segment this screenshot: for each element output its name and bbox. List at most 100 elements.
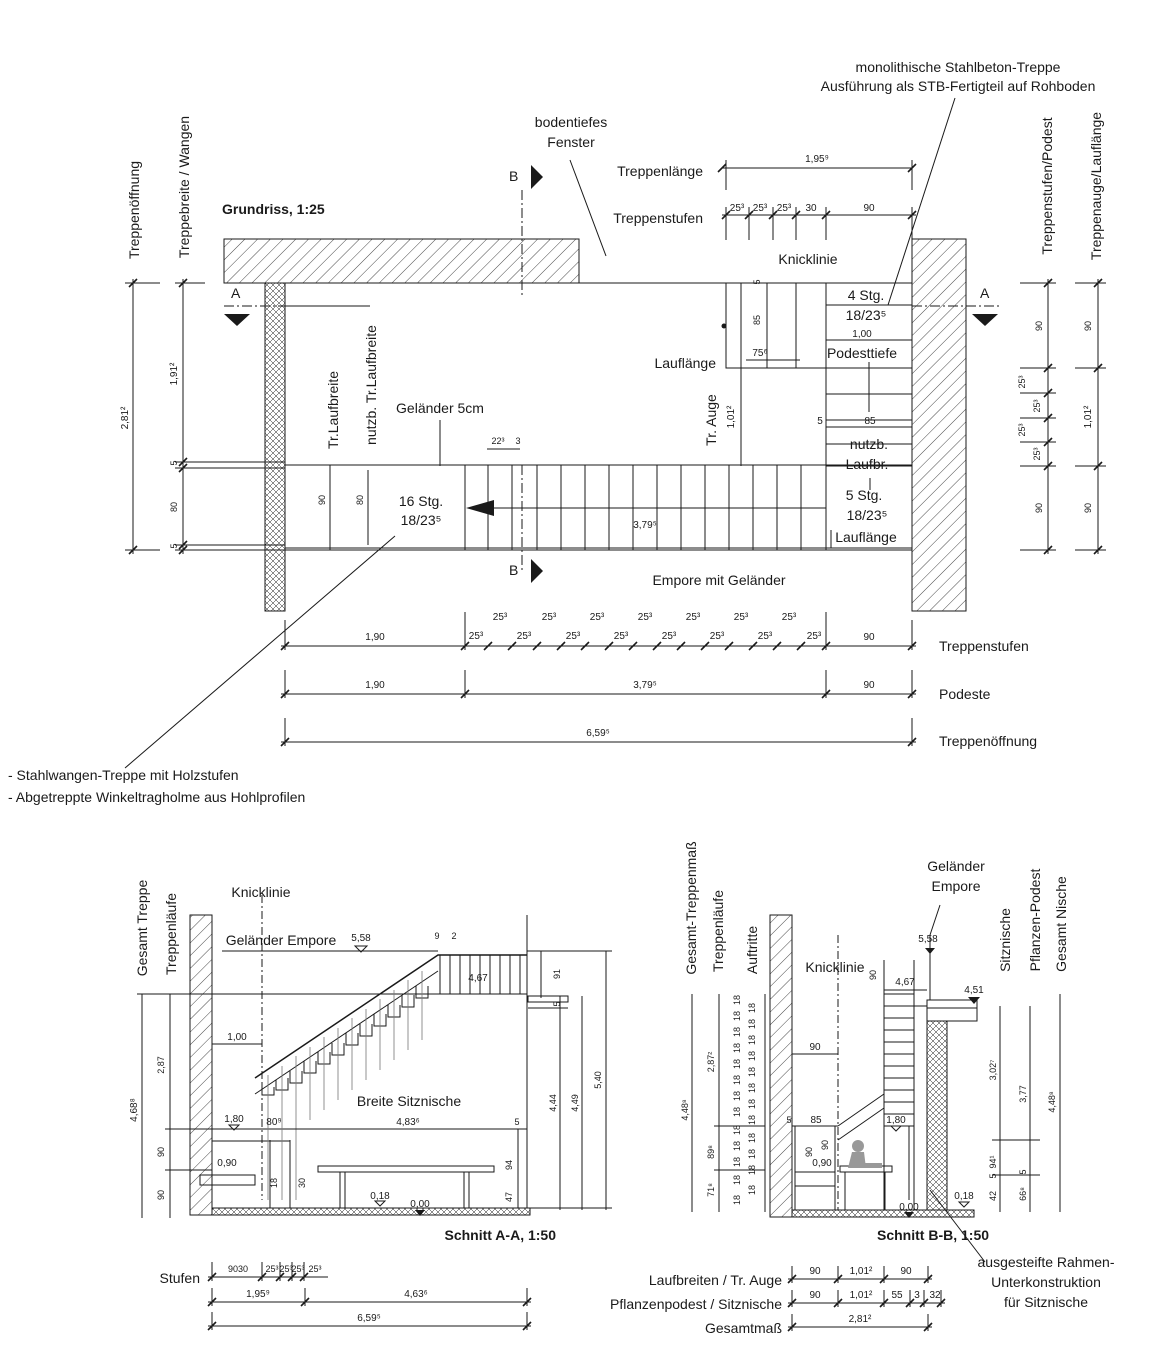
dim-223: 22³ — [491, 436, 504, 446]
riser-label: 18 — [732, 1157, 742, 1167]
dim-step-30: 30 — [805, 203, 817, 214]
bb-v-gesamt-nische: Gesamt Nische — [1053, 876, 1069, 972]
bb-knicklinie: Knicklinie — [805, 959, 864, 975]
bb-dim-42: 42 — [988, 1191, 998, 1201]
bb-dim-90-top: 90 — [868, 970, 878, 980]
aa-stufen-label: Stufen — [160, 1270, 200, 1286]
section-marker-a-left — [224, 314, 250, 326]
bb-dim-90-mid: 90 — [809, 1042, 821, 1053]
bb-note-1: ausgesteifte Rahmen- — [978, 1254, 1115, 1270]
treppenstufen-top-label: Treppenstufen — [613, 210, 703, 226]
aa-dim-step-c: 25³ — [291, 1264, 304, 1274]
bb-lvl-467: 4,67 — [895, 977, 915, 988]
riser-label: 18 — [747, 1083, 757, 1093]
bb-dim-2872: 2,87² — [706, 1052, 716, 1073]
bb-dim-668: 66⁸ — [1018, 1187, 1028, 1201]
bb-row1-b: 1,01² — [850, 1266, 873, 1277]
aa-gelaender-empore: Geländer Empore — [226, 932, 337, 948]
bb-lvl-180: 1,80 — [886, 1115, 906, 1126]
aa-dim-90-b: 90 — [156, 1190, 166, 1200]
row1-step: 25³ — [614, 631, 629, 642]
section-label-b-bottom: B — [509, 562, 518, 578]
empore-label: Empore mit Geländer — [652, 572, 785, 588]
riser-label: 18 — [732, 1195, 742, 1205]
aa-dim-444: 4,44 — [548, 1094, 558, 1112]
stg16-ratio: 18/23⁵ — [401, 512, 442, 528]
section-marker-b-top — [531, 165, 543, 189]
riser-label: 18 — [747, 1003, 757, 1013]
aa-dim-30: 30 — [297, 1178, 307, 1188]
aa-dim-2: 2 — [451, 931, 456, 941]
v-treppenbreite: Treppebreite / Wangen — [176, 116, 192, 258]
top-wall — [223, 238, 580, 284]
row1-step: 25³ — [566, 631, 581, 642]
bb-row1-label: Laufbreiten / Tr. Auge — [649, 1272, 782, 1288]
lauflaenge-upper: Lauflänge — [654, 355, 716, 371]
plan-title: Grundriss, 1:25 — [222, 201, 325, 217]
construction-note-1: - Stahlwangen-Treppe mit Holzstufen — [8, 767, 239, 783]
row1-step: 25³ — [590, 612, 605, 623]
bb-dim-90-v1: 90 — [804, 1147, 814, 1157]
bb-note-3: für Sitznische — [1004, 1294, 1088, 1310]
aa-lvl-180: 1,80 — [224, 1114, 244, 1125]
dim-100: 1,00 — [852, 329, 872, 340]
riser-label: 18 — [747, 1067, 757, 1077]
knicklinie-plan: Knicklinie — [778, 251, 837, 267]
dim-step-3: 25³ — [777, 203, 792, 214]
row1-label: Treppenstufen — [939, 638, 1029, 654]
dim-2812: 2,81² — [120, 406, 131, 429]
window-label-1: bodentiefes — [535, 114, 607, 130]
dim-5-podest: 5 — [817, 416, 823, 427]
plan-view: B B A A Grundriss, 1:25 monolithische St… — [8, 59, 1106, 805]
row1-step: 25³ — [686, 612, 701, 623]
podesttiefe-label: Podesttiefe — [827, 345, 897, 361]
dim-90-right-2: 90 — [1034, 503, 1044, 513]
section-marker-b-bottom — [531, 559, 543, 583]
bb-dim-718: 71⁸ — [706, 1183, 716, 1197]
aa-breite-sitznische: Breite Sitznische — [357, 1093, 461, 1109]
bb-gelaender-2: Empore — [931, 878, 980, 894]
bb-v-pflanzen-podest: Pflanzen-Podest — [1027, 869, 1043, 972]
bb-dim-898: 89⁸ — [706, 1145, 716, 1159]
row1-step: 25³ — [782, 612, 797, 623]
dim-5-vertical: 5 — [752, 279, 762, 284]
bb-left-wall — [769, 914, 793, 1218]
bb-gelaender-1: Geländer — [927, 858, 985, 874]
bb-lvl-451: 4,51 — [964, 985, 984, 996]
dim-253-right-2: 25³ — [1032, 399, 1042, 412]
bb-row1-a: 90 — [809, 1266, 821, 1277]
treppenlaenge-label: Treppenlänge — [617, 163, 703, 179]
riser-label: 18 — [732, 1027, 742, 1037]
riser-label: 18 — [732, 1175, 742, 1185]
aa-dim-9030: 9030 — [228, 1264, 248, 1274]
aa-dim-9: 9 — [434, 931, 439, 941]
row2-90: 90 — [863, 680, 875, 691]
aa-lvl-018: 0,18 — [370, 1191, 390, 1202]
aa-dim-5-top: 5 — [552, 1001, 562, 1006]
riser-label: 18 — [732, 995, 742, 1005]
riser-label: 18 — [732, 1125, 742, 1135]
bb-lvl-090: 0,90 — [812, 1158, 832, 1169]
riser-label: 18 — [747, 1019, 757, 1029]
bb-v-sitznische: Sitznische — [997, 908, 1013, 972]
dim-1012-right: 1,01² — [1083, 405, 1094, 428]
bb-dim-377: 3,77 — [1018, 1085, 1028, 1103]
stair-note-1: monolithische Stahlbeton-Treppe — [856, 59, 1061, 75]
aa-dim-step-a: 25³ — [265, 1264, 278, 1274]
bb-title: Schnitt B-B, 1:50 — [877, 1227, 989, 1243]
v-treppenoeffnung: Treppenöffnung — [126, 161, 142, 259]
gelaender-label: Geländer 5cm — [396, 400, 484, 416]
dim-253-right-1: 25³ — [1017, 375, 1027, 388]
aa-dim-4636: 4,63⁶ — [404, 1289, 428, 1300]
bb-row2-a: 90 — [809, 1290, 821, 1301]
bb-row3-a: 2,81² — [849, 1314, 872, 1325]
aa-dim-step-d: 25³ — [308, 1264, 321, 1274]
bb-lvl-018: 0,18 — [954, 1191, 974, 1202]
aa-dim-18: 18 — [269, 1178, 279, 1188]
row2-3795: 3,79⁵ — [633, 680, 657, 691]
row1-step: 25³ — [542, 612, 557, 623]
stair-direction-arrow — [466, 500, 494, 516]
riser-label: 18 — [732, 1075, 742, 1085]
row3-6595: 6,59⁵ — [586, 728, 610, 739]
section-label-a-left: A — [231, 285, 241, 301]
